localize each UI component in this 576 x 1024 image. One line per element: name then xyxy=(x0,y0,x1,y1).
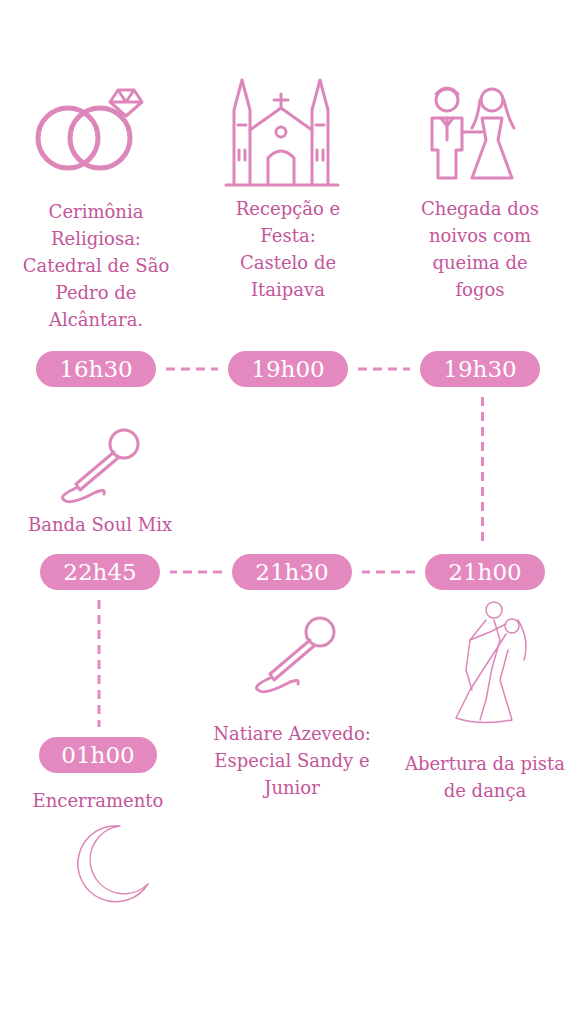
time-label: 21h00 xyxy=(425,554,545,590)
time-pill: 19h00Recepção e Festa: Castelo de Itaipa… xyxy=(228,351,348,387)
time-pill: 01h00Encerramento xyxy=(39,737,157,773)
dancing-couple-icon xyxy=(456,602,526,723)
rings-icon xyxy=(38,90,142,168)
event-label: Chegada dos noivos com queima de fogos xyxy=(410,195,550,303)
event-label: Natiare Azevedo: Especial Sandy e Junior xyxy=(192,720,392,801)
microphone-icon xyxy=(63,430,139,502)
time-pill: 16h30Cerimônia Religiosa: Catedral de Sã… xyxy=(36,351,156,387)
time-label: 19h00 xyxy=(228,351,348,387)
time-label: 01h00 xyxy=(39,737,157,773)
time-label: 22h45 xyxy=(40,554,160,590)
couple-icon xyxy=(432,88,514,178)
time-label: 21h30 xyxy=(232,554,352,590)
time-pill: 21h30Natiare Azevedo: Especial Sandy e J… xyxy=(232,554,352,590)
dashed-connector xyxy=(98,600,101,727)
event-label: Encerramento xyxy=(33,787,164,814)
church-icon xyxy=(226,80,338,185)
dashed-connector xyxy=(362,571,415,574)
time-pill: 21h00Abertura da pista de dança xyxy=(425,554,545,590)
time-pill: 22h45Banda Soul Mix xyxy=(40,554,160,590)
microphone-icon xyxy=(257,618,335,692)
event-label: Cerimônia Religiosa: Catedral de São Ped… xyxy=(21,198,171,333)
dashed-connector xyxy=(166,368,218,371)
moon-icon xyxy=(78,826,148,902)
dashed-connector xyxy=(358,368,410,371)
event-label: Abertura da pista de dança xyxy=(400,750,570,804)
dashed-connector xyxy=(170,571,222,574)
time-label: 19h30 xyxy=(420,351,540,387)
event-label: Recepção e Festa: Castelo de Itaipava xyxy=(226,195,351,303)
dashed-connector xyxy=(481,397,484,544)
time-pill: 19h30Chegada dos noivos com queima de fo… xyxy=(420,351,540,387)
time-label: 16h30 xyxy=(36,351,156,387)
event-label: Banda Soul Mix xyxy=(28,511,172,538)
